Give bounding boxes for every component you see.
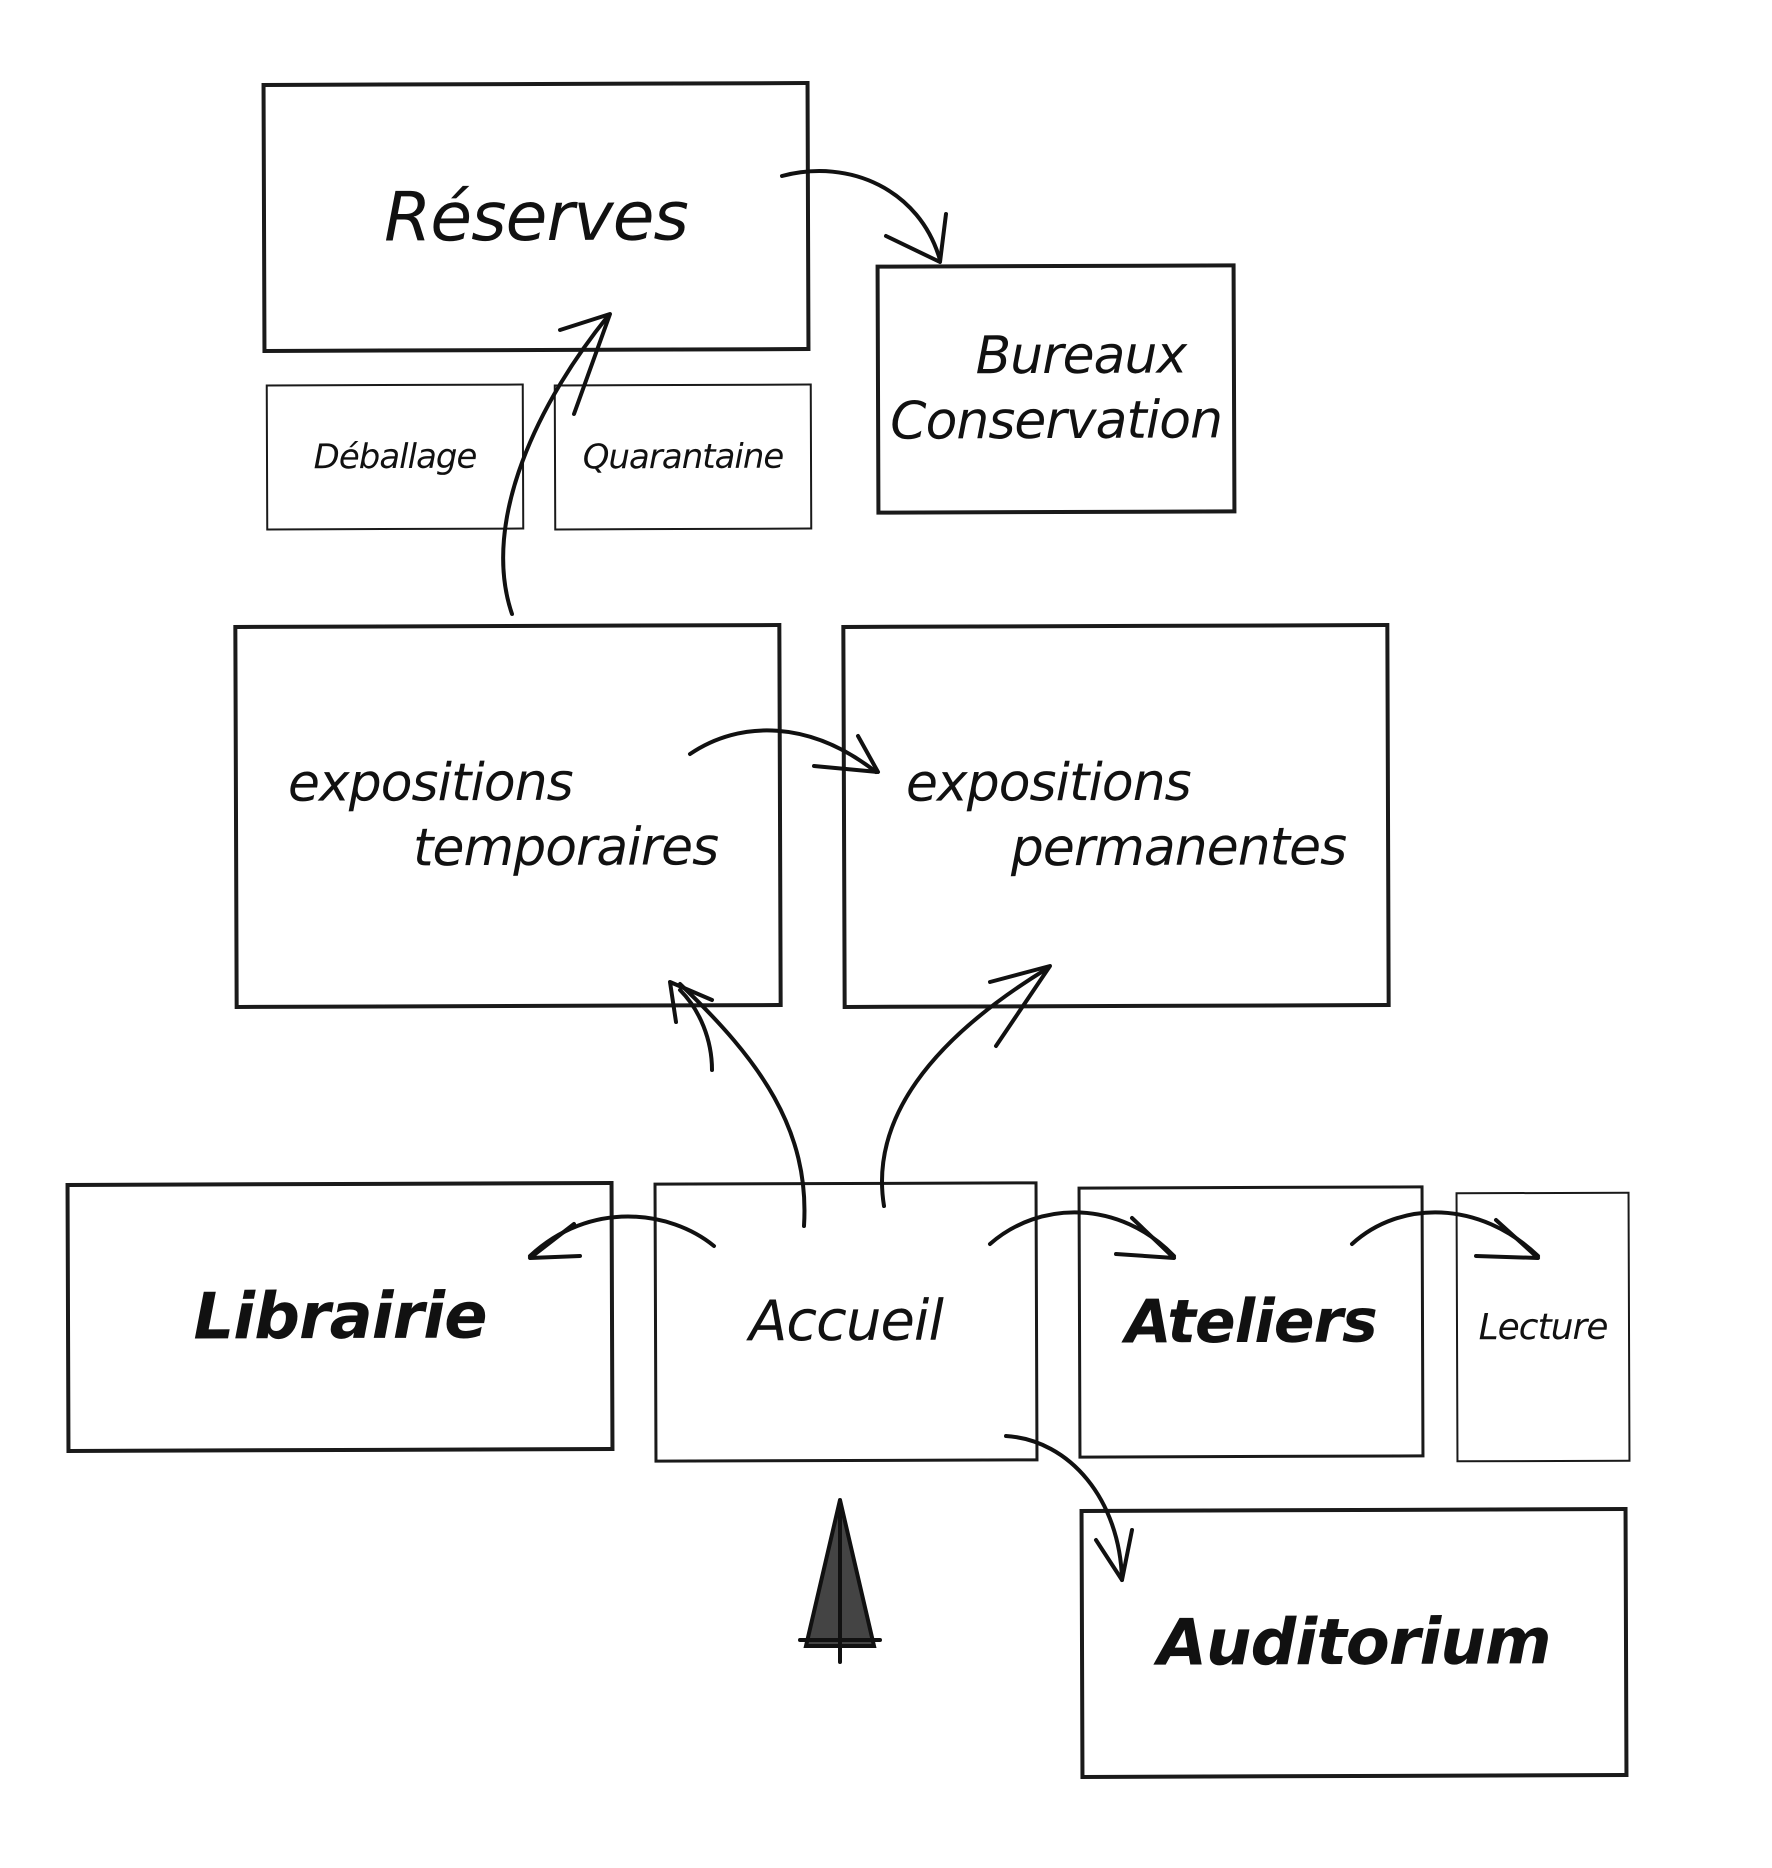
arrow-expo-temp-to-reserves [501, 312, 612, 616]
entrance-arrow-icon [798, 1498, 882, 1664]
arrow-reserves-to-bureaux [780, 169, 948, 264]
arrow-accueil-to-expo-temp [668, 980, 807, 1228]
arrow-accueil-to-librairie [528, 1214, 716, 1260]
arrow-accueil-to-expo-perm [880, 964, 1052, 1208]
arrow-expo-temp-to-expo-perm [688, 728, 880, 774]
arrow-accueil-to-auditorium [1004, 1434, 1134, 1582]
arrow-accueil-to-ateliers [988, 1210, 1176, 1260]
arrow-ateliers-to-lecture [1350, 1210, 1540, 1260]
